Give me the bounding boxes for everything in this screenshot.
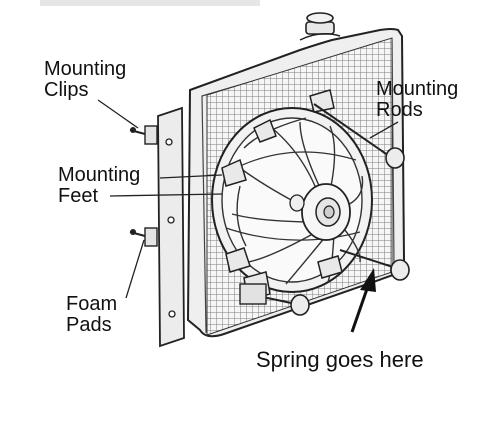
top-edge-strip bbox=[40, 0, 260, 6]
foam-pads bbox=[239, 283, 267, 305]
left-side-bracket bbox=[157, 106, 185, 348]
leader-lines bbox=[97, 99, 399, 299]
label-mounting-clips-line1: Mounting bbox=[44, 58, 127, 80]
label-foam-pads: Foam Pads bbox=[66, 294, 117, 336]
label-spring-goes-here: Spring goes here bbox=[256, 347, 424, 372]
label-mounting-feet-line1: Mounting bbox=[58, 164, 141, 186]
mounting-clips bbox=[129, 125, 158, 247]
label-mounting-rods: Mounting Rods bbox=[376, 79, 458, 121]
label-mounting-feet-line2: Feet bbox=[58, 185, 99, 207]
label-foam-pads-line1: Foam bbox=[66, 293, 118, 315]
electric-fan bbox=[211, 107, 373, 293]
label-mounting-rods-line1: Mounting bbox=[376, 78, 459, 100]
filler-cap bbox=[299, 12, 341, 41]
spring-arrow bbox=[350, 268, 376, 333]
label-mounting-clips-line2: Clips bbox=[44, 79, 89, 101]
label-foam-pads-line2: Pads bbox=[66, 314, 112, 336]
label-mounting-rods-line2: Rods bbox=[376, 99, 423, 121]
label-mounting-clips: Mounting Clips bbox=[44, 59, 126, 101]
mounting-rods bbox=[257, 103, 410, 316]
label-mounting-feet: Mounting Feet bbox=[58, 165, 140, 207]
